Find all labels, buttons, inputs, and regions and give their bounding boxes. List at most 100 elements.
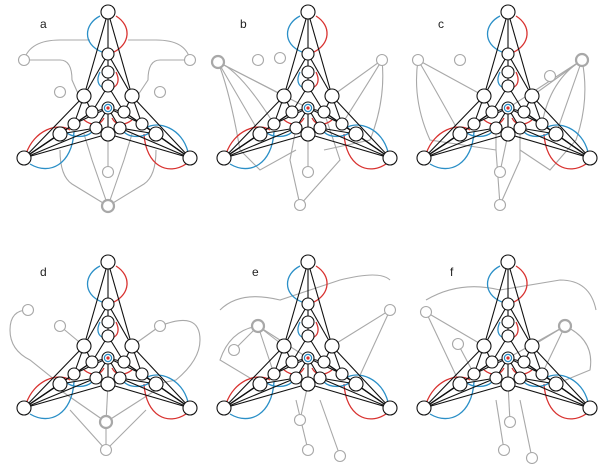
panel-f: [416, 254, 598, 464]
graph-edge: [531, 95, 591, 159]
red-arc: [543, 383, 587, 420]
overlay-edge: [499, 128, 521, 206]
graph-edge: [307, 11, 333, 97]
overlay-edge: [83, 133, 109, 207]
overlay-node: [525, 451, 539, 464]
node-R: [182, 400, 198, 416]
arc-layer: [25, 265, 189, 420]
overlay-edge: [355, 309, 391, 385]
node-l2: [252, 376, 268, 392]
graph-edge: [223, 95, 285, 159]
panel-label: a: [40, 17, 47, 31]
graph-edge: [23, 127, 97, 159]
panel-label: b: [240, 17, 247, 31]
node-t2: [501, 297, 515, 311]
overlay-node: [453, 53, 467, 67]
overlay-edge: [24, 59, 81, 99]
node-ur: [324, 88, 340, 104]
node-r2: [548, 126, 564, 142]
node-l1: [67, 117, 81, 131]
node-t4: [101, 329, 115, 343]
overlay-edge: [219, 325, 261, 385]
red-arc: [543, 133, 587, 170]
node-mr: [317, 355, 331, 369]
graph-edge: [23, 383, 109, 409]
red-arc: [513, 265, 528, 303]
overlay-hub-node: [574, 52, 590, 68]
panel-label: e: [252, 265, 259, 279]
node-r1: [135, 367, 149, 381]
node-mr: [117, 105, 131, 119]
node-t3: [301, 315, 315, 329]
node-t4: [301, 79, 315, 93]
node-top: [300, 4, 316, 20]
overlay-node: [17, 53, 31, 67]
overlay-edge: [555, 59, 583, 135]
graph-edge: [223, 383, 309, 409]
node-l1: [467, 367, 481, 381]
graph-edge: [283, 261, 309, 347]
center-ring-blue: [503, 103, 513, 113]
node-b: [100, 126, 116, 142]
node-ul: [276, 338, 292, 354]
overlay-node: [251, 53, 265, 67]
center-dot-red: [306, 356, 310, 360]
red-arc: [25, 126, 71, 155]
graph-edge: [423, 127, 497, 159]
overlay-edge: [425, 311, 461, 385]
node-ml: [85, 105, 99, 119]
center-dot-red: [506, 356, 510, 360]
overlay-edge: [9, 309, 61, 385]
node-l2: [452, 126, 468, 142]
blue-arc: [29, 131, 75, 170]
node-ul: [276, 88, 292, 104]
overlay-edge: [107, 149, 157, 207]
node-t4: [301, 329, 315, 343]
node-mr: [317, 105, 331, 119]
node-b: [300, 376, 316, 392]
overlay-node: [101, 165, 115, 179]
blue-arc: [229, 131, 275, 170]
overlay-edge: [299, 111, 341, 206]
overlay-edge: [331, 309, 391, 347]
overlay-node: [301, 165, 315, 179]
node-br1: [513, 121, 527, 135]
red-arc: [113, 15, 128, 53]
node-l1: [467, 117, 481, 131]
node-br1: [113, 121, 127, 135]
node-t2: [501, 47, 515, 61]
overlay-node: [375, 53, 389, 67]
overlay-edge: [217, 61, 297, 171]
red-arc: [425, 126, 471, 155]
center-ring-blue: [303, 353, 313, 363]
center-ring-blue: [503, 353, 513, 363]
overlay-node: [153, 85, 167, 99]
node-ml: [85, 355, 99, 369]
node-l1: [267, 367, 281, 381]
blue-arc: [429, 381, 475, 420]
node-L: [416, 400, 432, 416]
graph-edge: [83, 53, 109, 97]
overlay-graph: [17, 39, 197, 214]
graph-edge: [531, 345, 591, 409]
overlay-node: [183, 53, 197, 67]
node-top: [500, 254, 516, 270]
graph-nodes: [416, 4, 598, 166]
node-t3: [501, 65, 515, 79]
overlay-edge: [323, 59, 384, 151]
node-l2: [52, 126, 68, 142]
graph-edge: [23, 133, 109, 159]
graph-edge: [319, 127, 391, 159]
blue-arc: [345, 124, 389, 153]
graph-nodes: [216, 4, 398, 166]
node-ul: [76, 338, 92, 354]
node-L: [16, 400, 32, 416]
graph-nodes: [416, 254, 598, 416]
node-bl1: [289, 121, 303, 135]
blue-arc: [523, 131, 551, 138]
overlay-node: [543, 69, 557, 83]
node-r1: [135, 117, 149, 131]
node-l2: [452, 376, 468, 392]
overlay-edge: [417, 59, 485, 97]
